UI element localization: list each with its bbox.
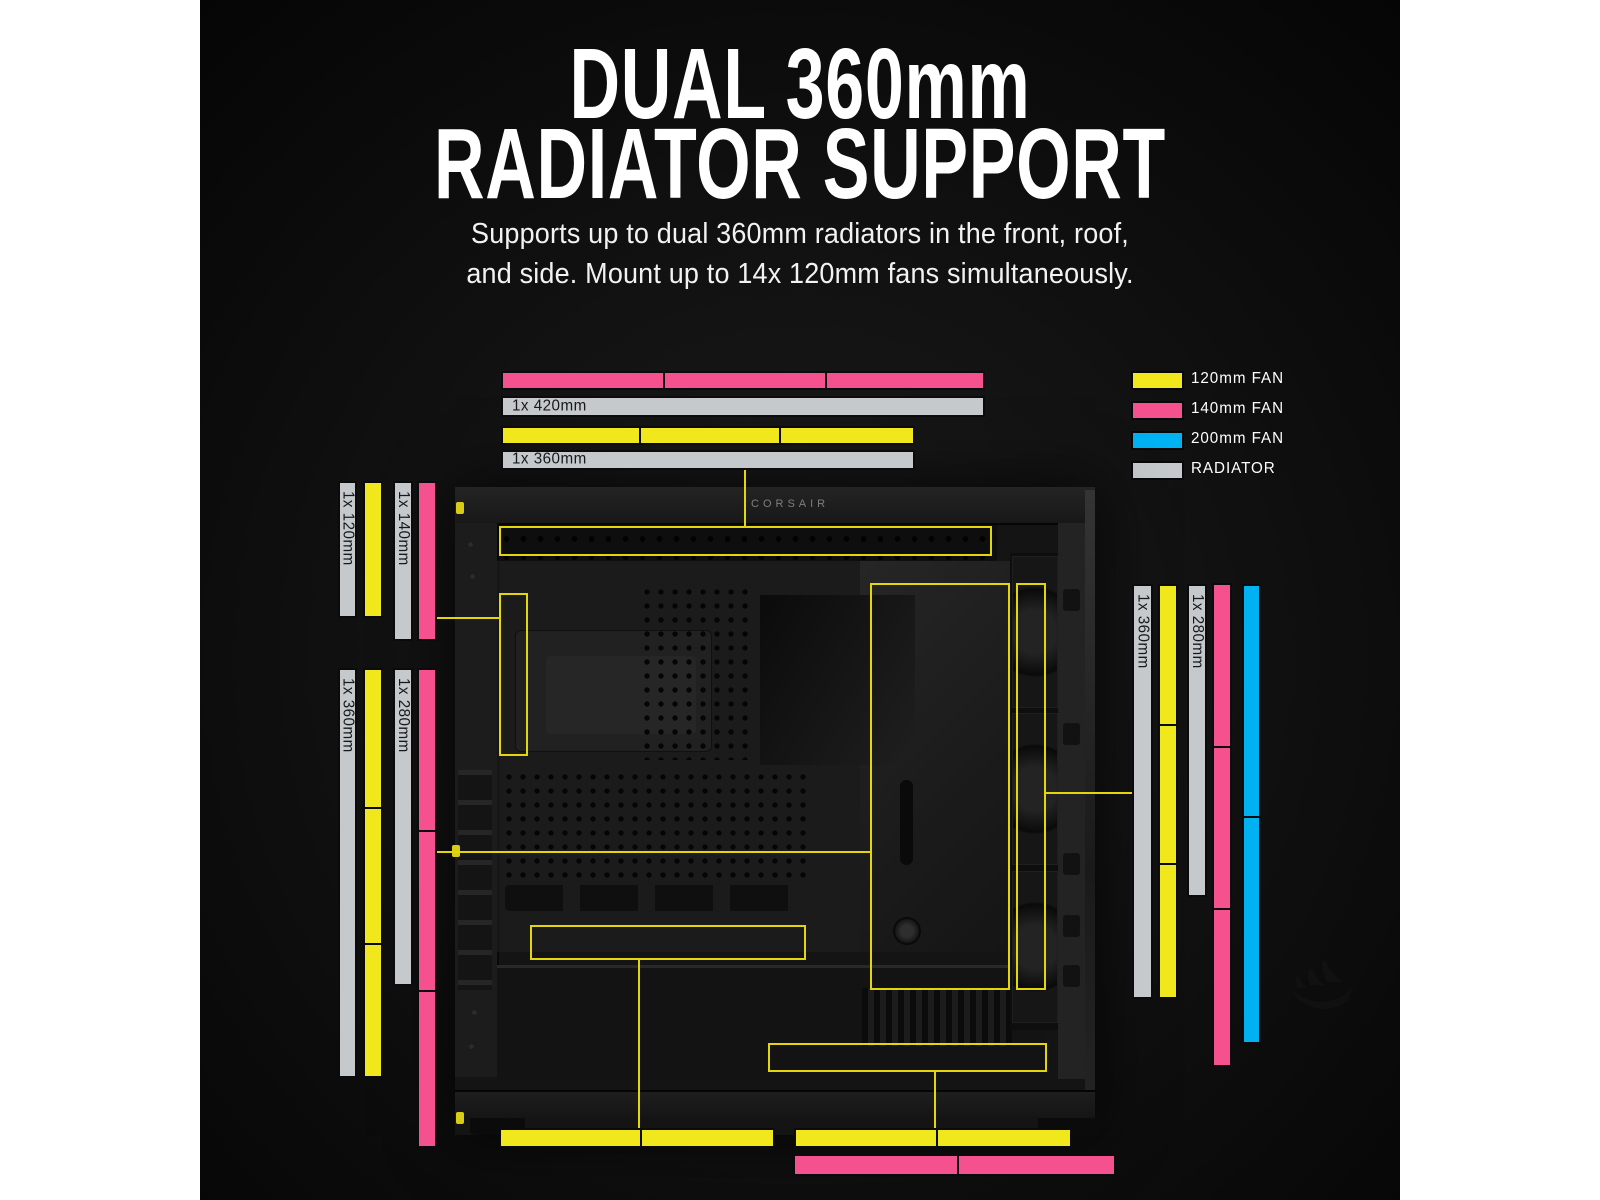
yellow-accent [456,502,464,514]
bar-label: 1x 280mm [395,678,412,753]
leader-bottom [934,1072,936,1128]
side-140mm-fans-bar [417,668,437,1148]
bar-label: 1x 360mm [1134,594,1152,669]
bar-label: 1x 140mm [395,491,412,566]
thumb-knob [893,917,921,945]
front-360mm-radiator-bar: 1x 360mm [1132,584,1153,999]
screw [471,1009,478,1016]
bar-label: 1x 120mm [339,491,357,566]
bar-label: 1x 360mm [339,678,357,753]
side-120mm-fans-bar [363,668,383,1078]
legend-label: 140mm FAN [1191,400,1285,417]
side-mount-highlight [870,583,1010,990]
front-mount-rail [1058,523,1085,1079]
legend-swatch-120mm [1131,371,1184,390]
psu-cover-block [760,595,915,765]
roof-360mm-radiator-bar: 1x 360mm [501,450,915,470]
front-fan-column [1010,553,1058,1030]
page-subtitle: Supports up to dual 360mm radiators in t… [200,214,1400,294]
case-rear-panel [455,523,499,1077]
vent-perforation [502,770,810,882]
rear-120mm-radiator-bar: 1x 120mm [338,481,357,618]
rail-clip [1063,853,1080,875]
leader-rear [437,617,501,619]
legend-label: 200mm FAN [1191,430,1285,447]
rear-mount-highlight [499,593,528,756]
expansion-slots [458,770,492,990]
subtitle-line-2: and side. Mount up to 14x 120mm fans sim… [466,258,1134,290]
legend-label: RADIATOR [1191,460,1276,477]
roof-120mm-fans-bar [501,426,915,445]
rail-clip [1063,723,1080,745]
page-title: DUAL 360mm RADIATOR SUPPORT [200,28,1400,220]
bar-label: 1x 280mm [1189,594,1206,669]
rail-clip [1063,965,1080,987]
psu-vents [862,988,1012,1046]
pc-case-photo: CORSAIR [452,487,1352,1135]
subtitle-line-1: Supports up to dual 360mm radiators in t… [471,218,1129,250]
rail-clip [1063,589,1080,611]
leader-shroud [638,960,640,1128]
case-top-frame: CORSAIR [455,487,1095,525]
front-fan-3 [1012,871,1058,1023]
legend-item-140mm-fan: 140mm FAN [200,400,1400,420]
screw [469,573,476,580]
front-bezel-edge [1085,490,1095,1120]
front-140mm-fans-bar [1212,583,1232,1067]
rear-140mm-radiator-bar: 1x 140mm [393,481,413,641]
cable-routing-slots [505,885,805,911]
front-fan-1 [1012,556,1058,708]
yellow-accent [456,1112,464,1124]
screw [468,1043,475,1050]
bottom-mount-highlight [768,1043,1047,1072]
bottom-120mm-fans-bar-left [499,1128,775,1148]
front-200mm-fans-bar [1242,584,1261,1044]
legend-item-radiator: RADIATOR [200,460,1400,480]
bar-label: 1x 360mm [512,450,587,468]
front-280mm-radiator-bar: 1x 280mm [1187,584,1207,897]
rear-120mm-fan-bar [363,481,383,618]
front-120mm-fans-bar [1158,584,1178,999]
legend-swatch-140mm [1131,401,1184,420]
bottom-120mm-fans-bar-right [794,1128,1072,1148]
vent-perforation [640,585,755,760]
front-fan-2 [1012,713,1058,865]
case-bottom-frame [455,1090,1095,1120]
bar-label: 1x 420mm [512,396,587,414]
corsair-sails-logo [1294,960,1352,1010]
side-280mm-radiator-bar: 1x 280mm [393,668,413,986]
legend-label: 120mm FAN [1191,370,1285,387]
roof-mount-highlight [499,526,992,556]
leader-front [1046,792,1134,794]
psu-shroud [497,965,1045,1080]
roof-140mm-fans-bar [501,371,985,390]
rear-140mm-fan-bar [417,481,437,641]
title-line-2: RADIATOR SUPPORT [434,108,1166,220]
side-360mm-radiator-bar: 1x 360mm [338,668,357,1078]
front-mount-highlight [1016,583,1046,990]
leader-roof [744,470,746,528]
rail-clip [1063,915,1080,937]
leader-side [437,851,872,853]
legend-item-120mm-fan: 120mm FAN [200,370,1400,390]
legend-swatch-200mm [1131,431,1184,450]
black-artboard: DUAL 360mm RADIATOR SUPPORT Supports up … [200,0,1400,1200]
bottom-140mm-fans-bar [793,1154,1116,1176]
legend-item-200mm-fan: 200mm FAN [200,430,1400,450]
legend-swatch-radiator [1131,461,1184,480]
roof-420mm-radiator-bar: 1x 420mm [501,396,985,417]
corsair-brand-text: CORSAIR [751,498,830,510]
title-line-1: DUAL 360mm [569,28,1031,140]
cable-slot [900,780,913,865]
shroud-mount-highlight [530,925,806,960]
screw [467,541,474,548]
